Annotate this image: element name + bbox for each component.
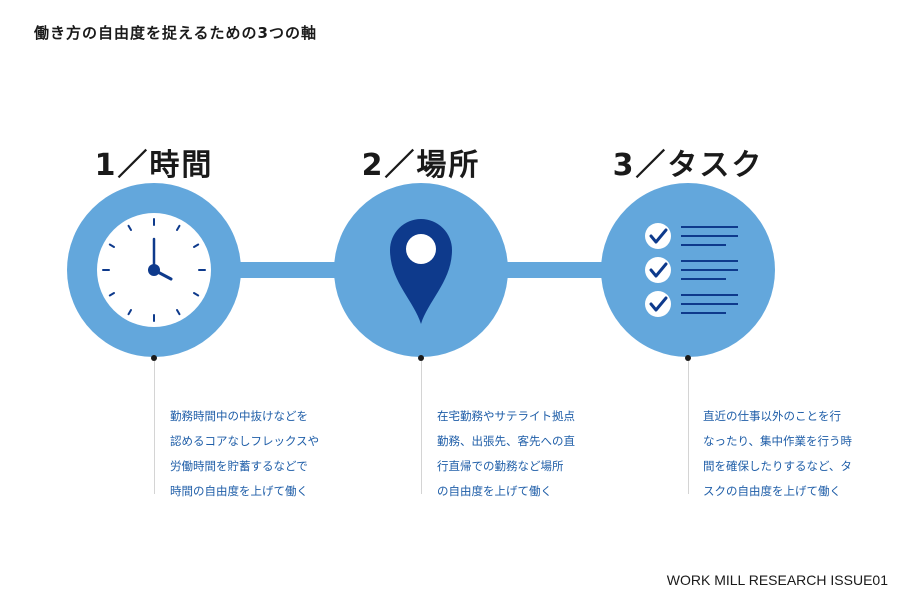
description-line: なったり、集中作業を行う時 bbox=[703, 434, 853, 448]
time-dot bbox=[151, 355, 157, 361]
description-line: 直近の仕事以外のことを行 bbox=[703, 409, 841, 423]
description-line: 労働時間を貯蓄するなどで bbox=[170, 459, 308, 473]
checklist-icon bbox=[645, 223, 738, 317]
task-leader-line bbox=[688, 361, 689, 494]
description-line: 時間の自由度を上げて働く bbox=[170, 484, 308, 498]
axis-title-place: 2／場所 bbox=[361, 148, 481, 183]
place-leader-line bbox=[421, 361, 422, 494]
check-item-3 bbox=[645, 291, 671, 317]
task-dot bbox=[685, 355, 691, 361]
description-line: 勤務、出張先、客先への直 bbox=[437, 434, 575, 448]
time-description: 勤務時間中の中抜けなどを 認めるコアなしフレックスや 労働時間を貯蓄するなどで … bbox=[170, 404, 319, 504]
description-line: スクの自由度を上げて働く bbox=[703, 484, 841, 498]
axis-title-time: 1／時間 bbox=[94, 148, 214, 183]
task-description: 直近の仕事以外のことを行 なったり、集中作業を行う時 間を確保したりするなど、タ… bbox=[703, 404, 852, 504]
footer-credit: WORK MILL RESEARCH ISSUE01 bbox=[666, 572, 888, 588]
time-circle bbox=[67, 183, 241, 357]
task-circle bbox=[601, 183, 775, 357]
page-title: 働き方の自由度を捉えるための3つの軸 bbox=[34, 24, 317, 42]
description-line: 在宅勤務やサテライト拠点 bbox=[437, 409, 575, 423]
time-leader-line bbox=[154, 361, 155, 494]
place-description: 在宅勤務やサテライト拠点 勤務、出張先、客先への直 行直帰での勤務など場所 の自… bbox=[437, 404, 575, 504]
map-pin-icon bbox=[390, 219, 452, 324]
description-line: 行直帰での勤務など場所 bbox=[437, 459, 564, 473]
axis-title-task: 3／タスク bbox=[612, 148, 764, 183]
description-line: 間を確保したりするなど、タ bbox=[703, 459, 852, 473]
place-circle bbox=[334, 183, 508, 357]
description-line: 認めるコアなしフレックスや bbox=[170, 434, 320, 448]
description-line: 勤務時間中の中抜けなどを bbox=[170, 409, 308, 423]
clock-icon bbox=[97, 213, 211, 327]
place-dot bbox=[418, 355, 424, 361]
check-item-1 bbox=[645, 223, 671, 249]
description-line: の自由度を上げて働く bbox=[437, 484, 552, 498]
check-item-2 bbox=[645, 257, 671, 283]
